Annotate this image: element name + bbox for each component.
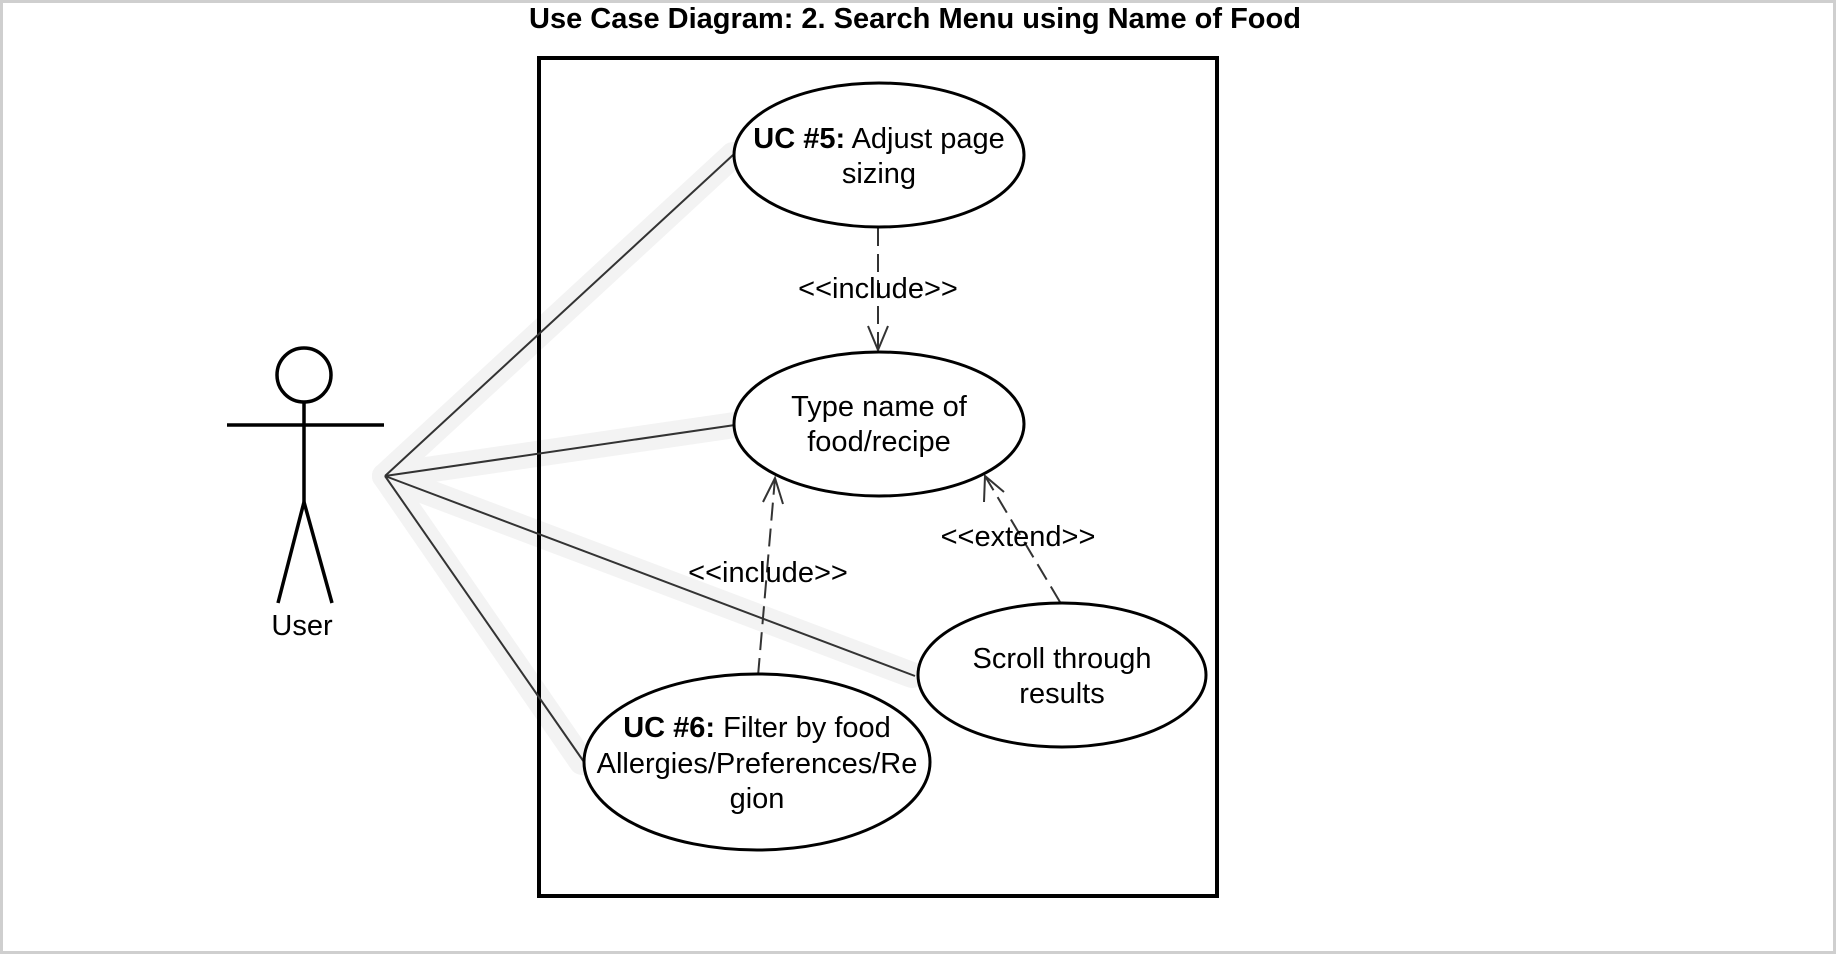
dependencies <box>757 228 1061 677</box>
use-case-uc5-id: UC #5: <box>753 123 845 155</box>
use-case-uc5-text-1: Adjust page <box>845 123 1005 155</box>
actor-user: User <box>227 346 384 642</box>
actor-name: User <box>271 610 333 642</box>
associations <box>384 154 916 763</box>
use-case-type-name-shape <box>732 350 1026 498</box>
include-bottom-label: <<include>> <box>688 557 848 589</box>
use-case-scroll-shape <box>916 601 1208 749</box>
use-case-uc6-shape <box>582 672 932 852</box>
include-top-label: <<include>> <box>798 273 958 305</box>
use-case-type-name-text-1: Type name of <box>791 391 968 423</box>
use-case-uc6-text-3: gion <box>730 783 785 815</box>
use-case-uc5-label: UC #5: Adjust page <box>753 123 1005 155</box>
use-case-uc6-label: UC #6: Filter by food <box>623 712 891 744</box>
use-case-type-name: Type name of food/recipe <box>732 350 1026 498</box>
actor-left-leg <box>276 501 306 604</box>
extend-arrowhead <box>983 473 1005 503</box>
use-case-uc5-text-2: sizing <box>842 158 916 190</box>
system-boundary <box>537 56 1219 898</box>
association-type-name <box>384 424 736 477</box>
include-bottom-line <box>757 477 776 677</box>
use-case-uc6-text-1: Filter by food <box>715 712 891 744</box>
use-case-scroll: Scroll through results <box>916 601 1208 749</box>
actor-right-leg <box>302 501 334 604</box>
use-case-uc6: UC #6: Filter by food Allergies/Preferen… <box>582 672 932 852</box>
use-case-scroll-text-2: results <box>1019 678 1104 710</box>
association-uc5 <box>384 154 734 477</box>
extend-label: <<extend>> <box>941 521 1096 553</box>
association-uc6 <box>384 475 585 763</box>
use-case-uc6-id: UC #6: <box>623 712 715 744</box>
association-scroll <box>384 475 916 677</box>
actor-head <box>275 346 333 404</box>
use-case-type-name-text-2: food/recipe <box>807 426 951 458</box>
use-case-uc5-shape <box>732 81 1026 229</box>
use-case-uc5: UC #5: Adjust page sizing <box>732 81 1026 229</box>
diagram-title: Use Case Diagram: 2. Search Menu using N… <box>529 3 1301 35</box>
include-bottom-arrowhead <box>762 475 784 505</box>
include-top-arrowhead <box>867 325 889 353</box>
use-case-scroll-text-1: Scroll through <box>973 643 1152 675</box>
use-case-uc6-text-2: Allergies/Preferences/Re <box>597 748 918 780</box>
